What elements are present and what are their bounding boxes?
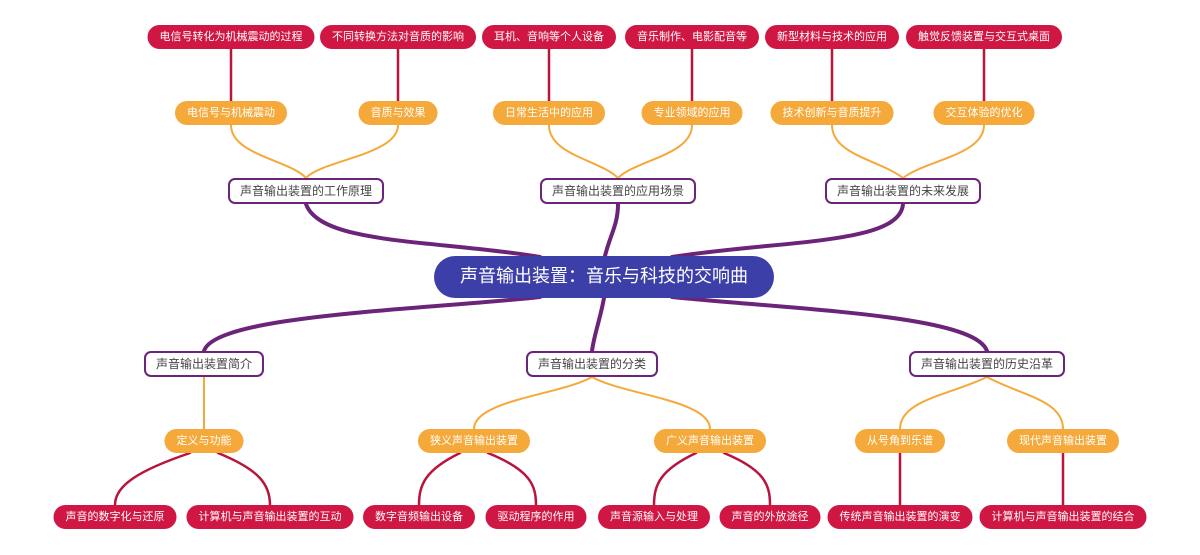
leaf-traditional-evolution[interactable]: 传统声音输出装置的演变	[827, 505, 973, 529]
leaf-playback-channels[interactable]: 声音的外放途径	[719, 505, 821, 529]
link-definition-digitization	[113, 451, 192, 507]
branch-introduction[interactable]: 声音输出装置简介	[143, 351, 265, 377]
link-principle-quality	[305, 124, 399, 179]
subtopic-sound-quality[interactable]: 音质与效果	[358, 101, 438, 125]
link-classification-broad	[591, 376, 711, 430]
link-scenarios-daily	[548, 124, 619, 179]
branch-classification[interactable]: 声音输出装置的分类	[525, 351, 659, 377]
link-definition-interaction	[216, 451, 272, 507]
link-root-classification	[590, 296, 606, 353]
link-narrow-driver	[486, 451, 538, 507]
leaf-digital-audio-device[interactable]: 数字音频输出设备	[363, 505, 475, 529]
leaf-haptic-interactive-desk[interactable]: 触觉反馈装置与交互式桌面	[906, 25, 1062, 49]
leaf-digitization-restoration[interactable]: 声音的数字化与还原	[53, 505, 177, 529]
link-root-future-development	[670, 202, 905, 259]
leaf-source-input-processing[interactable]: 声音源输入与处理	[598, 505, 710, 529]
branch-working-principle[interactable]: 声音输出装置的工作原理	[227, 178, 385, 204]
subtopic-professional-use[interactable]: 专业领域的应用	[641, 101, 743, 125]
branch-application-scenarios[interactable]: 声音输出装置的应用场景	[539, 178, 697, 204]
root-topic[interactable]: 声音输出装置：音乐与科技的交响曲	[434, 256, 774, 298]
link-root-history	[670, 295, 989, 353]
subtopic-signal-vibration[interactable]: 电信号与机械震动	[175, 101, 287, 125]
branch-future-development[interactable]: 声音输出装置的未来发展	[824, 178, 982, 204]
subtopic-horn-to-score[interactable]: 从号角到乐谱	[855, 429, 945, 453]
link-history-horn	[899, 376, 988, 430]
subtopic-definition-function[interactable]: 定义与功能	[164, 429, 244, 453]
subtopic-broad-output[interactable]: 广义声音输出装置	[654, 429, 766, 453]
link-future-innovation	[831, 124, 904, 179]
link-principle-signal	[230, 124, 307, 179]
leaf-conversion-quality-impact[interactable]: 不同转换方法对音质的影响	[320, 25, 476, 49]
leaf-personal-devices[interactable]: 耳机、音响等个人设备	[482, 25, 616, 49]
leaf-signal-to-vibration-process[interactable]: 电信号转化为机械震动的过程	[147, 25, 315, 49]
subtopic-interaction-experience[interactable]: 交互体验的优化	[933, 101, 1035, 125]
link-root-introduction	[202, 295, 542, 353]
link-future-interaction	[902, 124, 985, 179]
leaf-new-materials-tech[interactable]: 新型材料与技术的应用	[765, 25, 899, 49]
subtopic-daily-life-use[interactable]: 日常生活中的应用	[493, 101, 605, 125]
subtopic-narrow-output[interactable]: 狭义声音输出装置	[418, 429, 530, 453]
link-scenarios-professional	[617, 124, 693, 179]
link-broad-playback	[722, 451, 772, 507]
link-history-modern	[986, 376, 1064, 430]
leaf-computer-output-interaction[interactable]: 计算机与声音输出装置的互动	[186, 505, 354, 529]
link-classification-narrow	[473, 376, 593, 430]
link-root-working-principle	[304, 202, 542, 259]
leaf-music-film-production[interactable]: 音乐制作、电影配音等	[625, 25, 759, 49]
leaf-driver-role[interactable]: 驱动程序的作用	[485, 505, 587, 529]
subtopic-tech-innovation[interactable]: 技术创新与音质提升	[770, 101, 894, 125]
branch-history[interactable]: 声音输出装置的历史沿革	[908, 351, 1066, 377]
link-narrow-digital	[417, 451, 462, 507]
leaf-computer-output-combination[interactable]: 计算机与声音输出装置的结合	[979, 505, 1147, 529]
subtopic-modern-output[interactable]: 现代声音输出装置	[1007, 429, 1119, 453]
link-root-application-scenarios	[603, 202, 620, 258]
link-broad-source	[652, 451, 698, 507]
